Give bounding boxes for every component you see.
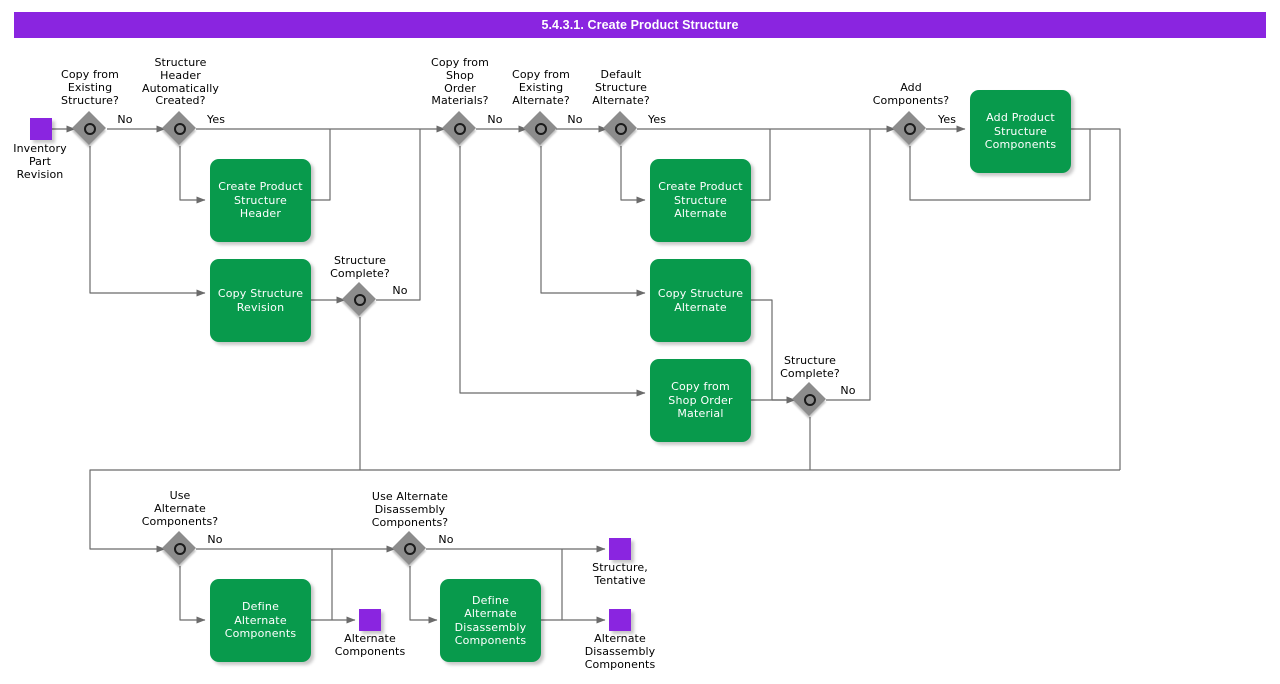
event-alternate-disassembly-components-label: Alternate Disassembly Components bbox=[584, 632, 656, 671]
gateway-inclusive-icon bbox=[615, 123, 627, 135]
gateway-inclusive-icon bbox=[804, 394, 816, 406]
event-alternate-components-label: Alternate Components bbox=[334, 632, 406, 658]
edge-gw8-loopback bbox=[909, 129, 1091, 201]
gateway-add-components-label: Add Components? bbox=[872, 81, 950, 107]
edge-gw1-to-copy-structure-revision bbox=[89, 146, 206, 297]
task-label: Copy Structure Alternate bbox=[657, 287, 744, 314]
gateway-copy-shop-order-materials[interactable] bbox=[442, 111, 477, 146]
event-alternate-disassembly-components[interactable] bbox=[609, 609, 631, 631]
event-inventory-part-revision[interactable] bbox=[30, 118, 52, 140]
edge-gw2-to-create-header bbox=[179, 146, 206, 204]
task-copy-structure-alternate[interactable]: Copy Structure Alternate bbox=[650, 259, 751, 342]
gateway-inclusive-icon bbox=[354, 294, 366, 306]
edge-create-header-to-main bbox=[311, 129, 331, 201]
task-define-alternate-disassembly-components[interactable]: Define Alternate Disassembly Components bbox=[440, 579, 541, 662]
task-add-product-structure-components[interactable]: Add Product Structure Components bbox=[970, 90, 1071, 173]
gateway-use-alternate-disassembly-components[interactable] bbox=[392, 531, 427, 566]
task-copy-from-shop-order-material[interactable]: Copy from Shop Order Material bbox=[650, 359, 751, 442]
task-label: Copy from Shop Order Material bbox=[668, 380, 733, 421]
gateway-structure-header-auto-label: Structure Header Automatically Created? bbox=[141, 56, 220, 108]
task-label: Create Product Structure Header bbox=[218, 180, 303, 221]
gateway-inclusive-icon bbox=[454, 123, 466, 135]
task-create-product-structure-alternate[interactable]: Create Product Structure Alternate bbox=[650, 159, 751, 242]
gateway-default-structure-alternate-label: Default Structure Alternate? bbox=[592, 68, 650, 107]
gateway-use-alternate-components-label: Use Alternate Components? bbox=[141, 489, 219, 528]
gateway-copy-existing-alternate-branch: No bbox=[567, 113, 583, 126]
gateway-use-alternate-components[interactable] bbox=[162, 531, 197, 566]
gateway-copy-existing-alternate[interactable] bbox=[523, 111, 558, 146]
gateway-inclusive-icon bbox=[84, 123, 96, 135]
task-label: Define Alternate Disassembly Components bbox=[454, 593, 527, 648]
event-inventory-part-revision-label: Inventory Part Revision bbox=[13, 142, 67, 181]
gateway-copy-shop-order-materials-label: Copy from Shop Order Materials? bbox=[431, 56, 489, 108]
gateway-use-alternate-disassembly-components-branch: No bbox=[438, 533, 454, 546]
edge-gw3-no-to-main bbox=[376, 129, 421, 301]
gateway-copy-existing-structure-label: Copy from Existing Structure? bbox=[60, 68, 119, 107]
task-copy-structure-revision[interactable]: Copy Structure Revision bbox=[210, 259, 311, 342]
gateway-structure-complete-1-branch: No bbox=[392, 284, 408, 297]
gateway-use-alternate-components-branch: No bbox=[207, 533, 223, 546]
edge-gw10-to-define-alternate-disassembly bbox=[409, 566, 438, 624]
gateway-copy-existing-structure-branch: No bbox=[117, 113, 133, 126]
edge-gw7-no-to-main bbox=[826, 129, 871, 401]
gateway-inclusive-icon bbox=[174, 123, 186, 135]
gateway-copy-existing-structure[interactable] bbox=[72, 111, 107, 146]
task-label: Create Product Structure Alternate bbox=[658, 180, 743, 221]
gateway-structure-header-auto[interactable] bbox=[162, 111, 197, 146]
gateway-inclusive-icon bbox=[904, 123, 916, 135]
gateway-structure-complete-1[interactable] bbox=[342, 282, 377, 317]
page-title: 5.4.3.1. Create Product Structure bbox=[14, 12, 1266, 38]
task-define-alternate-components[interactable]: Define Alternate Components bbox=[210, 579, 311, 662]
gateway-copy-existing-alternate-label: Copy from Existing Alternate? bbox=[512, 68, 570, 107]
gateway-add-components-branch: Yes bbox=[937, 113, 957, 126]
gateway-inclusive-icon bbox=[535, 123, 547, 135]
gateway-structure-complete-1-label: Structure Complete? bbox=[330, 254, 390, 280]
event-alternate-components[interactable] bbox=[359, 609, 381, 631]
edge-gw6-to-create-alternate bbox=[620, 146, 646, 204]
task-label: Define Alternate Components bbox=[224, 600, 297, 641]
edge-gw4-to-copy-shop-order bbox=[459, 146, 646, 397]
gateway-copy-shop-order-materials-branch: No bbox=[487, 113, 503, 126]
event-structure-tentative[interactable] bbox=[609, 538, 631, 560]
event-structure-tentative-label: Structure, Tentative bbox=[592, 561, 648, 587]
gateway-inclusive-icon bbox=[404, 543, 416, 555]
gateway-add-components[interactable] bbox=[892, 111, 927, 146]
gateway-structure-complete-2[interactable] bbox=[792, 382, 827, 417]
gateway-inclusive-icon bbox=[174, 543, 186, 555]
edge-gw5-to-copy-structure-alternate bbox=[540, 146, 646, 297]
task-label: Add Product Structure Components bbox=[984, 111, 1057, 152]
gateway-default-structure-alternate-branch: Yes bbox=[647, 113, 667, 126]
edge-gw9-to-define-alternate bbox=[179, 566, 206, 624]
task-label: Copy Structure Revision bbox=[217, 287, 304, 314]
edge-bottombus-to-gw9 bbox=[89, 469, 1120, 553]
edge-create-alternate-to-main bbox=[751, 129, 771, 201]
gateway-use-alternate-disassembly-components-label: Use Alternate Disassembly Components? bbox=[371, 490, 449, 529]
edge-add-components-to-rightbus bbox=[1070, 128, 1121, 470]
gateway-structure-header-auto-branch: Yes bbox=[206, 113, 226, 126]
task-create-product-structure-header[interactable]: Create Product Structure Header bbox=[210, 159, 311, 242]
gateway-default-structure-alternate[interactable] bbox=[603, 111, 638, 146]
edge-copy-alternate-to-gw7 bbox=[751, 299, 796, 404]
gateway-structure-complete-2-branch: No bbox=[840, 384, 856, 397]
gateway-structure-complete-2-label: Structure Complete? bbox=[780, 354, 840, 380]
